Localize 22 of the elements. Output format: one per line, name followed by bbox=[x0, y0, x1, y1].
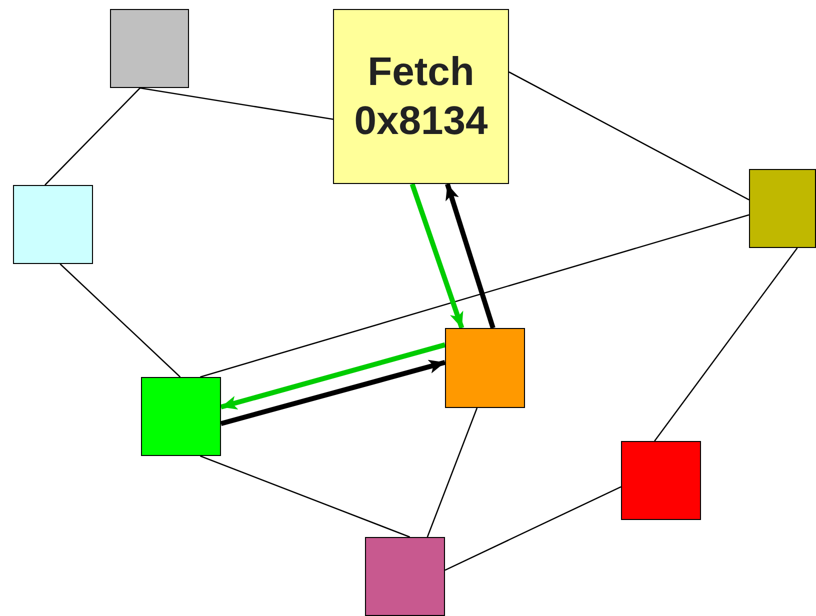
colored-square bbox=[13, 185, 93, 264]
arrow bbox=[410, 183, 464, 329]
colored-square bbox=[141, 377, 221, 456]
connector-line bbox=[200, 455, 410, 538]
colored-square bbox=[110, 9, 189, 88]
arrow bbox=[220, 360, 446, 426]
connector-line bbox=[200, 214, 750, 378]
colored-square bbox=[445, 328, 525, 408]
colored-square bbox=[365, 537, 445, 616]
connector-line bbox=[654, 248, 798, 442]
arrow bbox=[445, 183, 496, 329]
process-box bbox=[333, 9, 509, 184]
connector-line bbox=[60, 264, 181, 378]
colored-square bbox=[749, 169, 816, 248]
colored-square bbox=[621, 441, 701, 520]
connector-line bbox=[140, 87, 334, 120]
connector-line bbox=[508, 71, 750, 200]
connector-line bbox=[44, 88, 140, 186]
connector-line bbox=[426, 408, 478, 538]
arrow bbox=[220, 342, 446, 410]
node-label: Fetch 0x8134 bbox=[353, 48, 489, 144]
connector-line bbox=[444, 486, 622, 571]
